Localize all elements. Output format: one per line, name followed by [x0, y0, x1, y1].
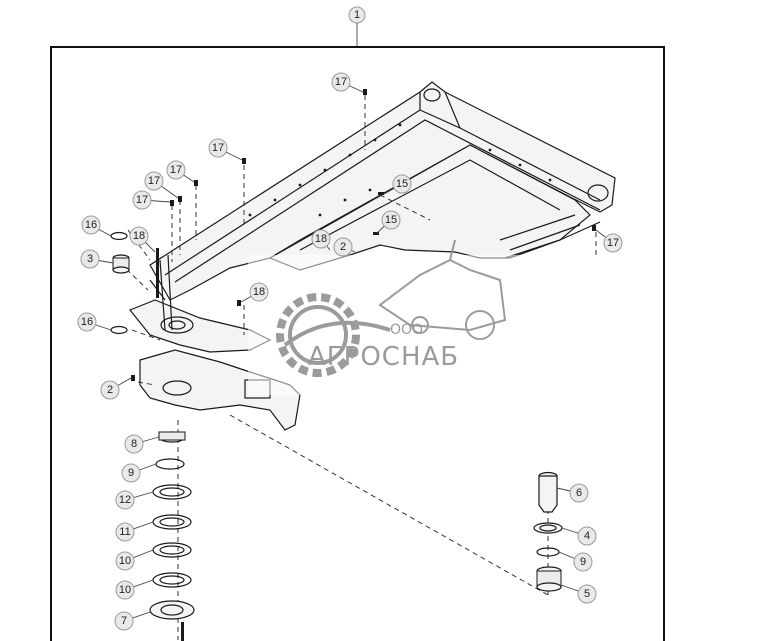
callout-label: 2 — [107, 384, 113, 396]
callout-8[interactable]: 8 — [124, 434, 160, 454]
bolts — [131, 89, 596, 381]
callout-label: 10 — [119, 555, 131, 567]
callout-2[interactable]: 2 — [333, 237, 356, 257]
callout-7[interactable]: 7 — [114, 611, 151, 631]
callout-17[interactable]: 17 — [144, 171, 179, 199]
callout-18[interactable]: 18 — [129, 226, 156, 253]
callout-label: 16 — [85, 219, 97, 231]
callout-label: 18 — [253, 286, 265, 298]
callout-label: 17 — [335, 76, 347, 88]
callout-9[interactable]: 9 — [558, 551, 593, 572]
callout-1-label: 1 — [354, 9, 360, 21]
callout-17[interactable]: 17 — [595, 229, 623, 253]
callout-label: 12 — [119, 494, 131, 506]
callout-label: 16 — [81, 316, 93, 328]
callout-18[interactable]: 18 — [240, 282, 269, 303]
main-frame — [149, 81, 616, 301]
callout-2[interactable]: 2 — [100, 377, 132, 400]
watermark-prefix: ООО — [390, 322, 423, 338]
callout-label: 5 — [584, 588, 590, 600]
diagram-frame — [50, 46, 665, 641]
callout-label: 10 — [119, 584, 131, 596]
callout-16[interactable]: 16 — [81, 215, 112, 237]
callout-label: 3 — [87, 253, 93, 265]
callout-12[interactable]: 12 — [115, 490, 154, 510]
callout-label: 18 — [133, 230, 145, 242]
callout-18[interactable]: 18 — [311, 229, 331, 251]
callout-9[interactable]: 9 — [121, 463, 157, 483]
callout-label: 4 — [584, 530, 590, 542]
callout-10[interactable]: 10 — [115, 549, 154, 571]
callout-3[interactable]: 3 — [80, 249, 114, 269]
callout-label: 18 — [315, 233, 327, 245]
watermark-brand: АГРОСНАБ — [308, 342, 459, 372]
callout-11[interactable]: 11 — [115, 521, 154, 542]
callout-label: 9 — [128, 467, 134, 479]
callout-label: 2 — [340, 241, 346, 253]
callout-label: 17 — [148, 175, 160, 187]
callout-17[interactable]: 17 — [166, 160, 195, 183]
callout-label: 17 — [170, 164, 182, 176]
callout-label: 15 — [396, 178, 408, 190]
callout-1[interactable]: 1 — [348, 6, 366, 24]
callout-15[interactable]: 15 — [383, 174, 412, 195]
pivot-assembly — [129, 254, 301, 431]
callout-label: 7 — [121, 615, 127, 627]
callout-label: 6 — [576, 487, 582, 499]
combine-harvester-icon — [378, 239, 507, 340]
callout-16[interactable]: 16 — [77, 312, 112, 332]
callout-17[interactable]: 17 — [331, 72, 364, 93]
callout-label: 15 — [385, 214, 397, 226]
callout-15[interactable]: 15 — [376, 210, 401, 234]
callout-17[interactable]: 17 — [208, 138, 243, 161]
callout-label: 9 — [580, 556, 586, 568]
callout-17[interactable]: 17 — [132, 190, 171, 210]
callout-label: 11 — [119, 526, 130, 538]
callout-6[interactable]: 6 — [556, 483, 589, 503]
callout-label: 17 — [136, 194, 148, 206]
callout-label: 17 — [212, 142, 224, 154]
callout-label: 8 — [131, 438, 137, 450]
agrosnab-watermark: ООО АГРОСНАБ — [248, 239, 535, 395]
callout-10[interactable]: 10 — [115, 579, 154, 600]
callout-5[interactable]: 5 — [560, 584, 597, 604]
callout-label: 17 — [607, 237, 619, 249]
gear-logo-icon — [276, 293, 391, 377]
callout-4[interactable]: 4 — [561, 526, 597, 546]
right-part-stack — [533, 471, 563, 592]
